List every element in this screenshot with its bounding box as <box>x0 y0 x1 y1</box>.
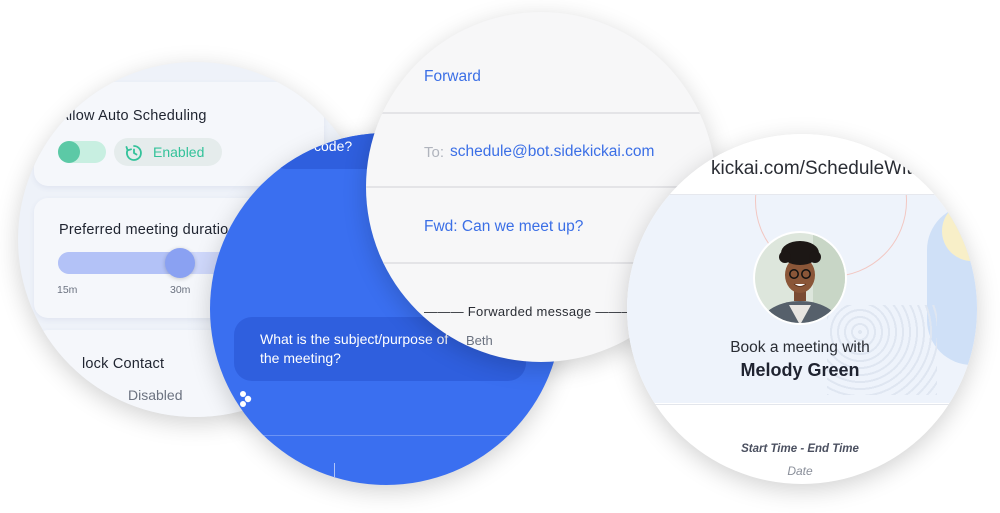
toggle-knob <box>58 141 80 163</box>
sender-name: Beth <box>466 333 493 348</box>
decorative-pattern <box>827 305 937 395</box>
host-name: Melody Green <box>740 360 860 380</box>
url-text[interactable]: kickai.com/ScheduleWithMe <box>711 158 949 179</box>
duration-slider-handle[interactable] <box>165 248 196 278</box>
sidekick-bot-icon <box>240 391 252 407</box>
forwarded-message-header: ——— Forwarded message ——— <box>424 304 636 319</box>
booking-page-panel: kickai.com/ScheduleWithMe Book a meeting… <box>627 134 977 484</box>
chat-input[interactable] <box>250 439 510 477</box>
time-slot-divider <box>627 404 977 405</box>
meeting-duration-label: Preferred meeting duratio <box>59 222 229 238</box>
time-range-label: Start Time - End Time <box>741 443 859 455</box>
auto-scheduling-toggle[interactable] <box>58 141 106 163</box>
send-icon[interactable] <box>532 460 554 482</box>
block-contact-label: lock Contact <box>82 356 165 372</box>
browser-address-bar: kickai.com/ScheduleWithMe <box>627 134 977 195</box>
duration-tick-label: 30m <box>170 284 191 296</box>
status-badge-label: Enabled <box>153 144 205 160</box>
forward-row: Forward <box>366 12 716 114</box>
subject-field[interactable]: Fwd: Can we meet up? <box>424 218 584 235</box>
book-meeting-label: Book a meeting with <box>730 339 870 356</box>
subject-row: Fwd: Can we meet up? <box>366 188 716 264</box>
to-label: To: <box>424 144 445 161</box>
chat-message-text: What is the subject/purpose of the meeti… <box>260 331 449 366</box>
clock-refresh-icon <box>125 145 142 161</box>
block-contact-value[interactable]: Disabled <box>128 387 183 403</box>
chat-message-text: code? <box>314 138 353 154</box>
to-row: To: schedule@bot.sidekickai.com <box>366 114 716 188</box>
date-label: Date <box>787 464 813 478</box>
to-address[interactable]: schedule@bot.sidekickai.com <box>450 143 655 160</box>
chat-input-divider <box>210 435 562 436</box>
forward-button[interactable]: Forward <box>424 68 481 85</box>
avatar <box>753 231 847 325</box>
duration-tick-label: 15m <box>57 284 78 296</box>
text-cursor <box>334 463 335 477</box>
duration-slider-fill <box>58 252 191 274</box>
status-badge: Enabled <box>114 138 222 166</box>
auto-scheduling-label: Allow Auto Scheduling <box>59 108 207 124</box>
